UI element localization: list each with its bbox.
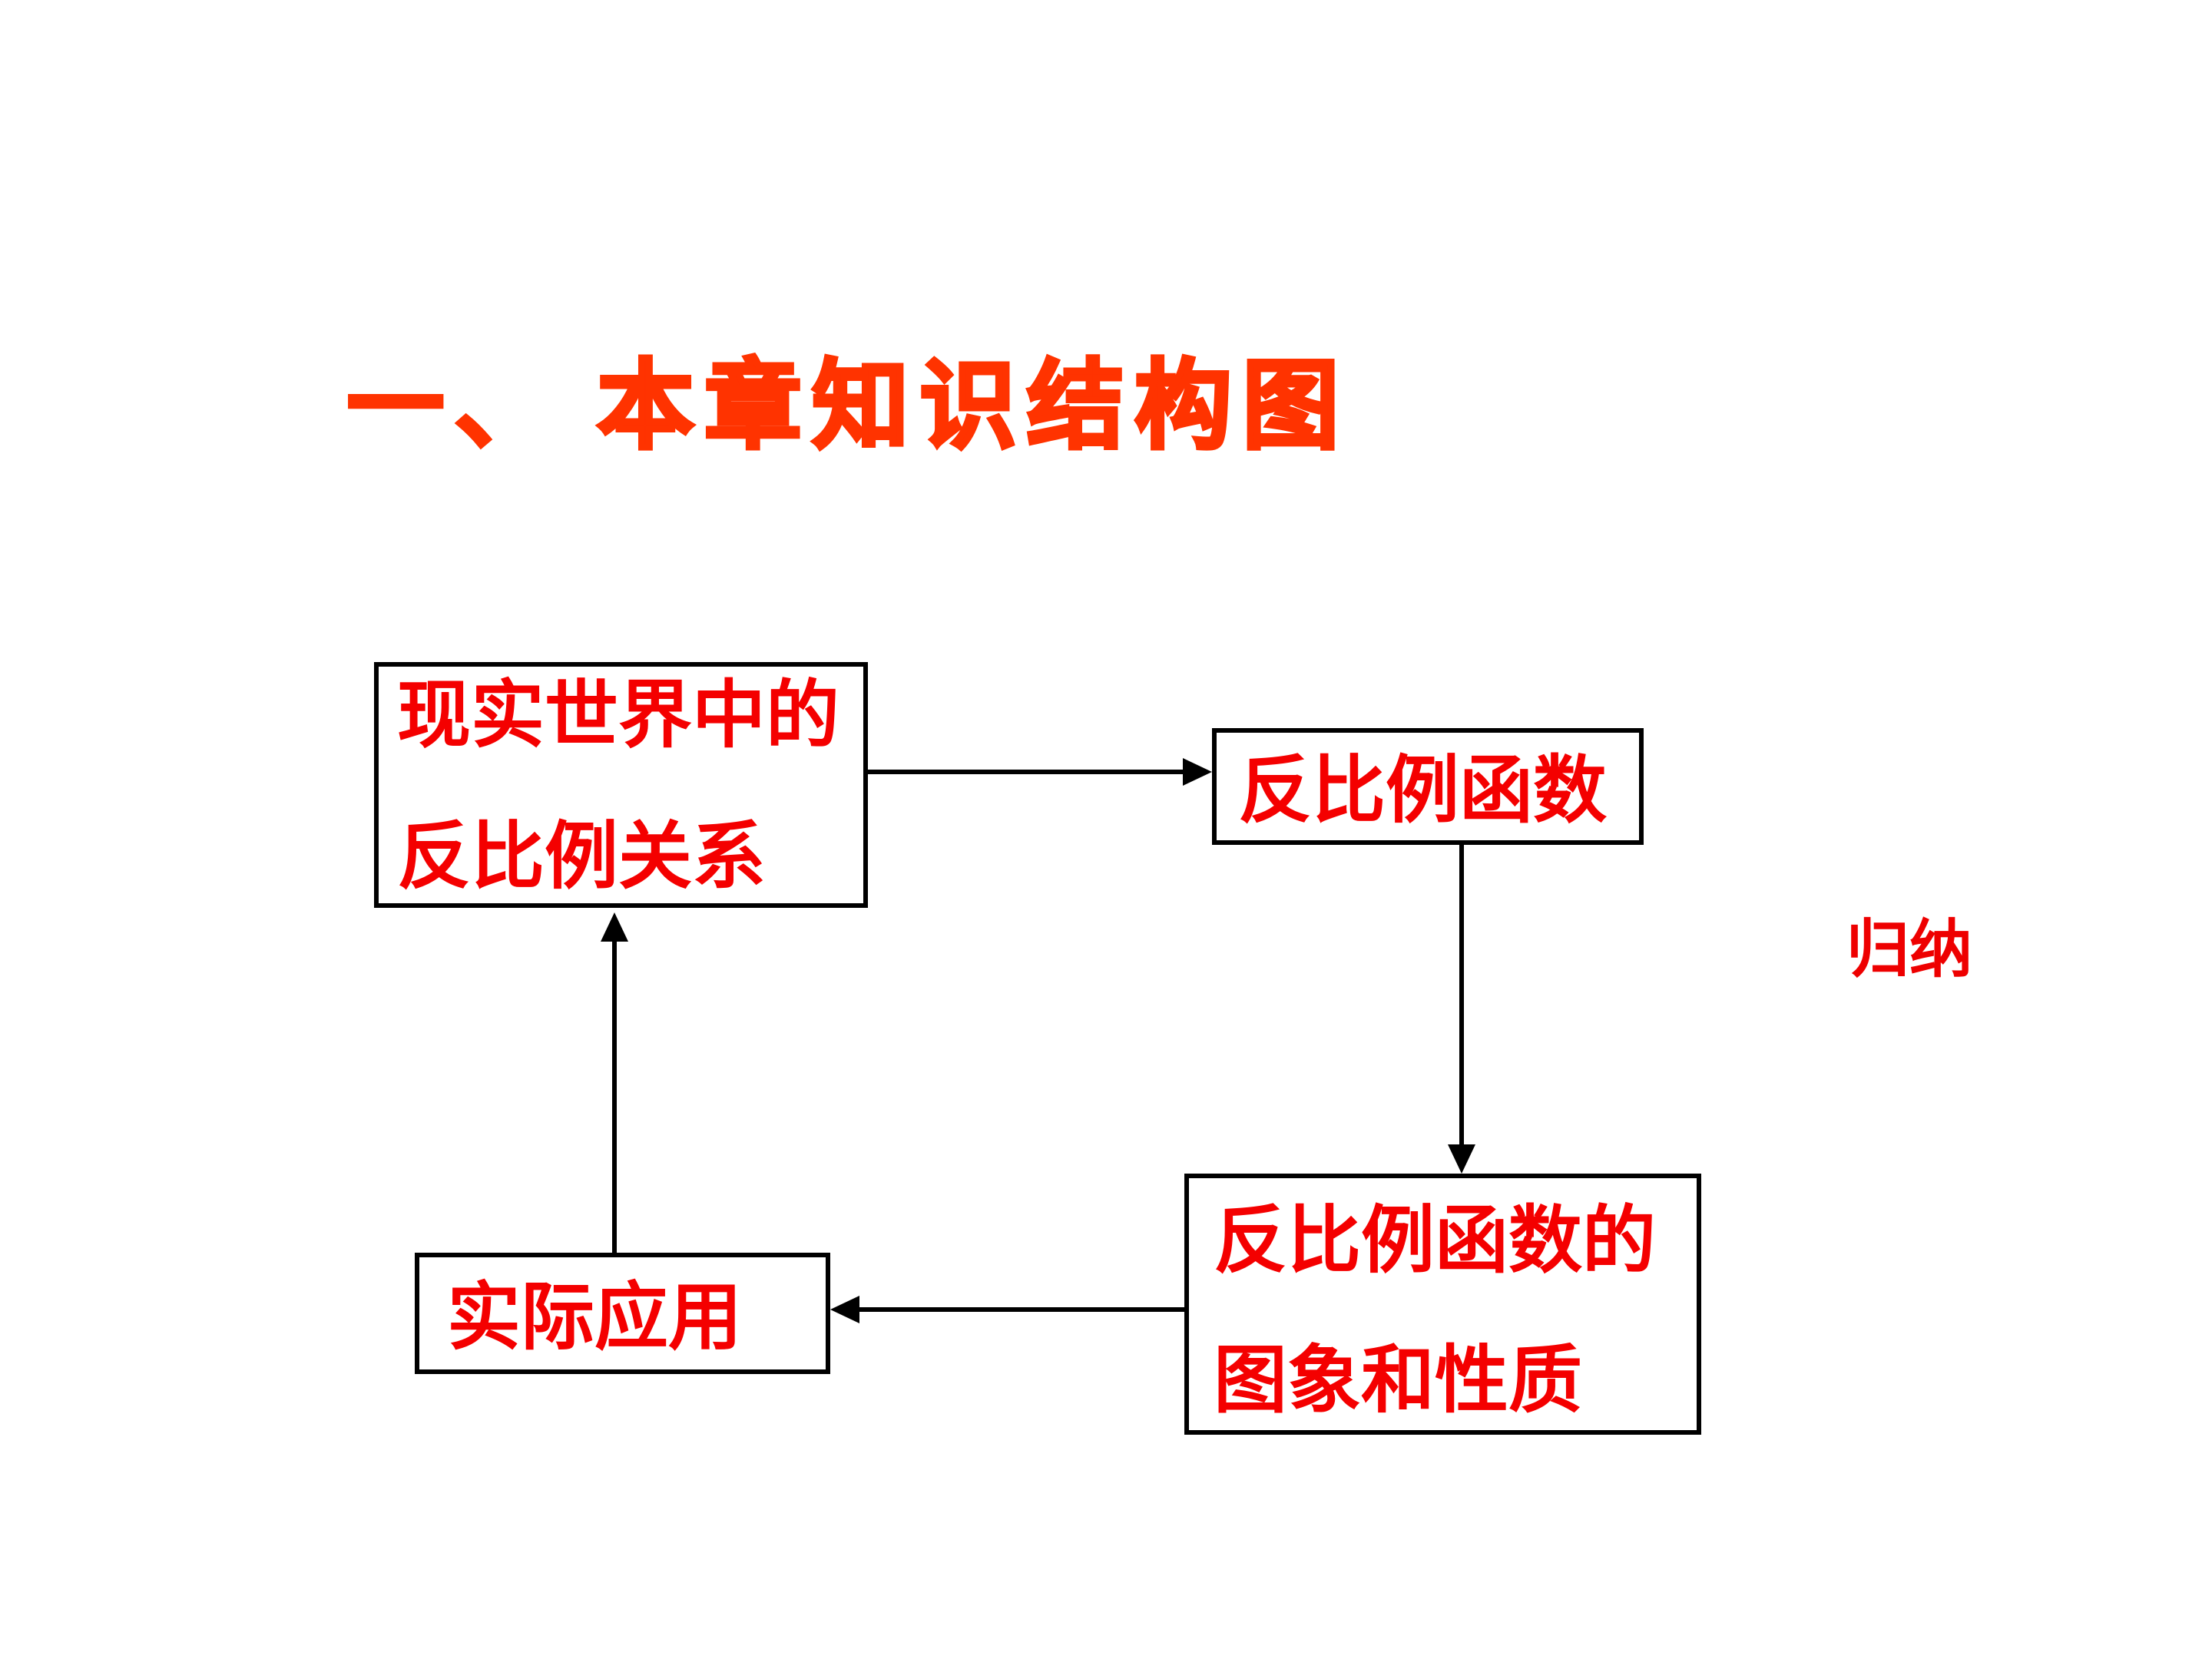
box-inverse-proportional-function: 反比例函数 xyxy=(1212,728,1644,845)
arrow-inverse-function-to-graph-properties xyxy=(1448,845,1475,1174)
box-practical-application: 实际应用 xyxy=(415,1253,830,1374)
box-text-line: 反比例关系 xyxy=(397,816,766,898)
box-text-line: 反比例函数 xyxy=(1238,750,1607,832)
box-graph-and-properties: 反比例函数的 图象和性质 xyxy=(1184,1174,1701,1435)
page-title: 一、 本章知识结构图 xyxy=(346,353,1350,462)
box-real-world-inverse-relation: 现实世界中的 反比例关系 xyxy=(374,662,868,908)
box-text-line: 图象和性质 xyxy=(1214,1339,1582,1422)
annotation-guina-label: 归纳 xyxy=(1846,915,1973,985)
box-text-line: 反比例函数的 xyxy=(1214,1200,1656,1282)
arrow-graph-properties-to-application xyxy=(830,1296,1184,1323)
arrow-application-to-real-world xyxy=(601,912,628,1253)
arrow-real-world-to-inverse-function xyxy=(868,758,1212,786)
box-text-line: 实际应用 xyxy=(447,1277,742,1359)
box-text-line: 现实世界中的 xyxy=(397,674,839,757)
